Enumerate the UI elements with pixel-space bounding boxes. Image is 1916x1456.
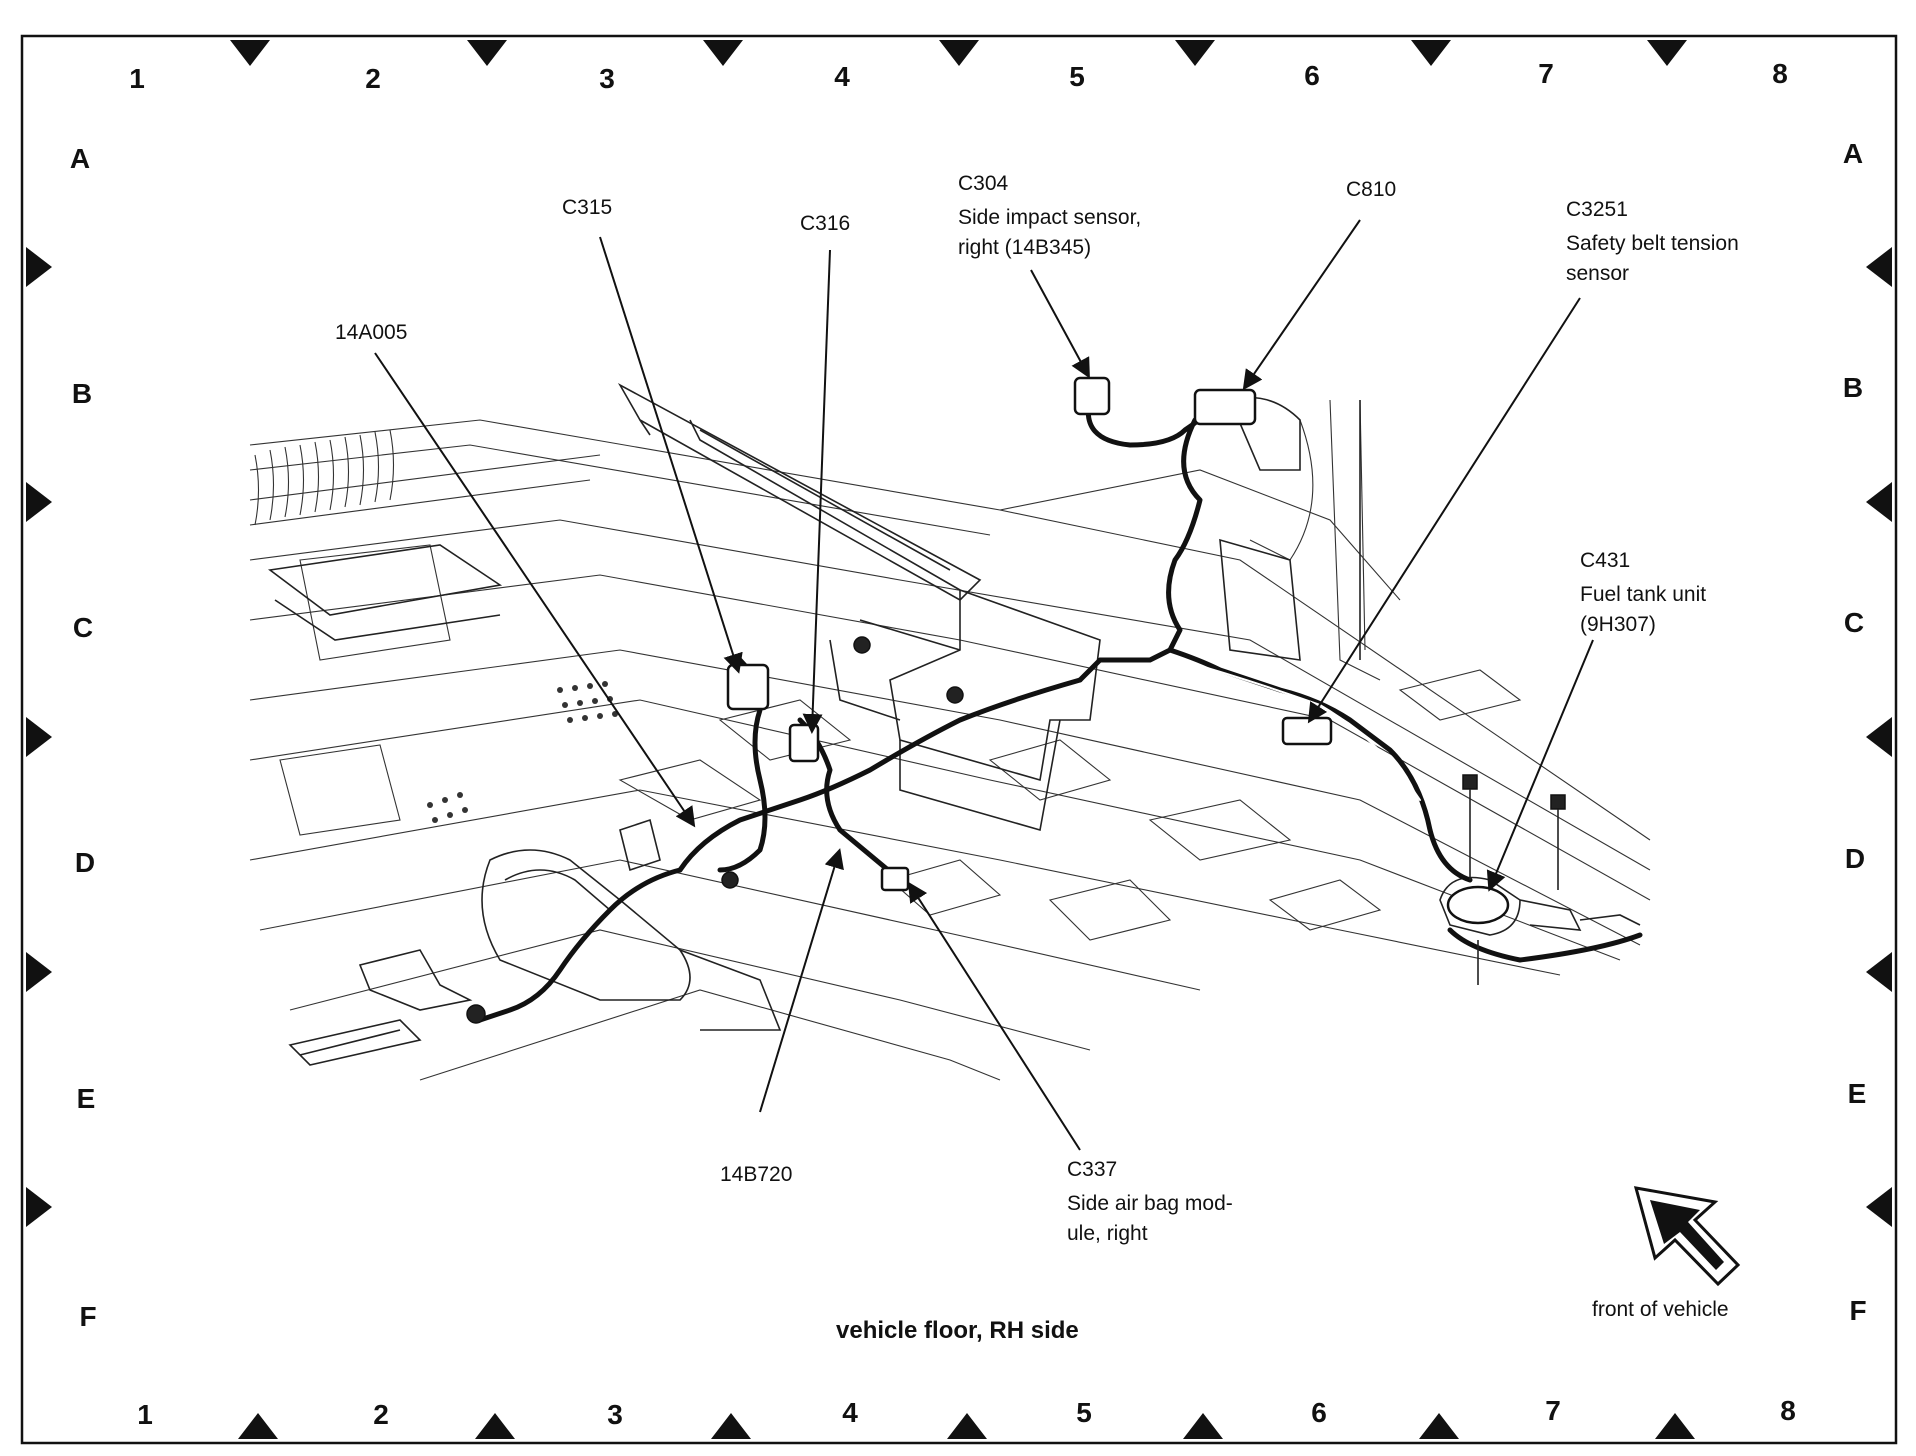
grid-col-top-2: 2 <box>365 63 381 94</box>
grid-col-top-1: 1 <box>129 63 145 94</box>
grid-col-top-5: 5 <box>1069 61 1085 92</box>
label-c3251-id: C3251 <box>1566 198 1628 221</box>
connectors <box>726 376 1510 925</box>
label-14b720: 14B720 <box>720 1163 792 1186</box>
connector-c3251 <box>1281 716 1333 746</box>
grid-row-right-e: E <box>1848 1078 1867 1109</box>
callout-c304: C304 Side impact sensor, right (14B345) <box>958 172 1141 259</box>
grid-col-bottom-3: 3 <box>607 1399 623 1430</box>
grid-col-bottom-5: 5 <box>1076 1397 1092 1428</box>
grid-rows-left: A B C D E F <box>70 143 97 1332</box>
grid-row-left-b: B <box>72 378 92 409</box>
leader-lines <box>374 219 1594 1151</box>
connector-c337 <box>880 866 910 892</box>
grid-row-left-c: C <box>73 612 93 643</box>
label-c337-desc-1: Side air bag mod- <box>1067 1192 1233 1215</box>
callout-c315: C315 <box>562 196 612 219</box>
label-c3251-desc-1: Safety belt tension <box>1566 232 1739 255</box>
callout-c337: C337 Side air bag mod- ule, right <box>1067 1158 1233 1245</box>
grid-col-bottom-8: 8 <box>1780 1395 1796 1426</box>
callout-c3251: C3251 Safety belt tension sensor <box>1566 198 1739 285</box>
callout-c810: C810 <box>1346 178 1396 201</box>
grid-col-bottom-4: 4 <box>842 1397 858 1428</box>
grid-col-bottom-7: 7 <box>1545 1395 1561 1426</box>
label-c431-desc-2: (9H307) <box>1580 613 1656 636</box>
connector-c316 <box>788 723 820 763</box>
grid-row-right-b: B <box>1843 372 1863 403</box>
grid-row-right-d: D <box>1845 843 1865 874</box>
grid-rows-right: A B C D E F <box>1843 138 1867 1326</box>
label-c431-id: C431 <box>1580 549 1630 572</box>
grid-columns-top: 1 2 3 4 5 6 7 8 <box>129 58 1788 94</box>
grid-col-top-6: 6 <box>1304 60 1320 91</box>
label-c315: C315 <box>562 196 612 219</box>
grid-col-bottom-1: 1 <box>137 1399 153 1430</box>
grid-row-right-c: C <box>1844 607 1864 638</box>
grid-row-left-a: A <box>70 143 90 174</box>
callout-14b720: 14B720 <box>720 1163 792 1186</box>
label-c337-desc-2: ule, right <box>1067 1222 1148 1245</box>
grid-col-top-7: 7 <box>1538 58 1554 89</box>
wiring-harness <box>477 397 1643 1023</box>
label-c810: C810 <box>1346 178 1396 201</box>
grid-col-bottom-6: 6 <box>1311 1397 1327 1428</box>
grid-columns-bottom: 1 2 3 4 5 6 7 8 <box>137 1395 1796 1430</box>
callout-c316: C316 <box>800 212 850 235</box>
label-14a005: 14A005 <box>335 321 407 344</box>
label-c337-id: C337 <box>1067 1158 1117 1181</box>
label-c3251-desc-2: sensor <box>1566 262 1629 285</box>
diagram-caption: vehicle floor, RH side <box>836 1317 1079 1344</box>
fasteners <box>466 636 1566 1024</box>
grid-row-left-f: F <box>79 1301 96 1332</box>
connector-c431 <box>1446 885 1510 925</box>
grid-col-bottom-2: 2 <box>373 1399 389 1430</box>
grid-row-right-f: F <box>1849 1295 1866 1326</box>
grid-row-left-e: E <box>77 1083 96 1114</box>
diagram-frame <box>20 34 1898 1445</box>
grid-col-top-8: 8 <box>1772 58 1788 89</box>
label-c304-desc-2: right (14B345) <box>958 236 1091 259</box>
grid-col-top-4: 4 <box>834 61 850 92</box>
connector-c315 <box>726 663 770 711</box>
connector-c304 <box>1073 376 1111 416</box>
grid-markers <box>26 40 1892 1439</box>
grid-col-top-3: 3 <box>599 63 615 94</box>
vehicle-floor-illustration <box>249 382 1651 1081</box>
label-c304-desc-1: Side impact sensor, <box>958 206 1141 229</box>
grid-row-left-d: D <box>75 847 95 878</box>
grid-row-right-a: A <box>1843 138 1863 169</box>
label-c316: C316 <box>800 212 850 235</box>
front-of-vehicle-indicator: front of vehicle <box>1592 1186 1741 1321</box>
callout-14a005: 14A005 <box>335 321 407 344</box>
front-of-vehicle-label: front of vehicle <box>1592 1298 1729 1321</box>
connector-c810 <box>1193 388 1257 426</box>
label-c431-desc-1: Fuel tank unit <box>1580 583 1706 606</box>
callout-c431: C431 Fuel tank unit (9H307) <box>1580 549 1706 636</box>
label-c304-id: C304 <box>958 172 1009 195</box>
